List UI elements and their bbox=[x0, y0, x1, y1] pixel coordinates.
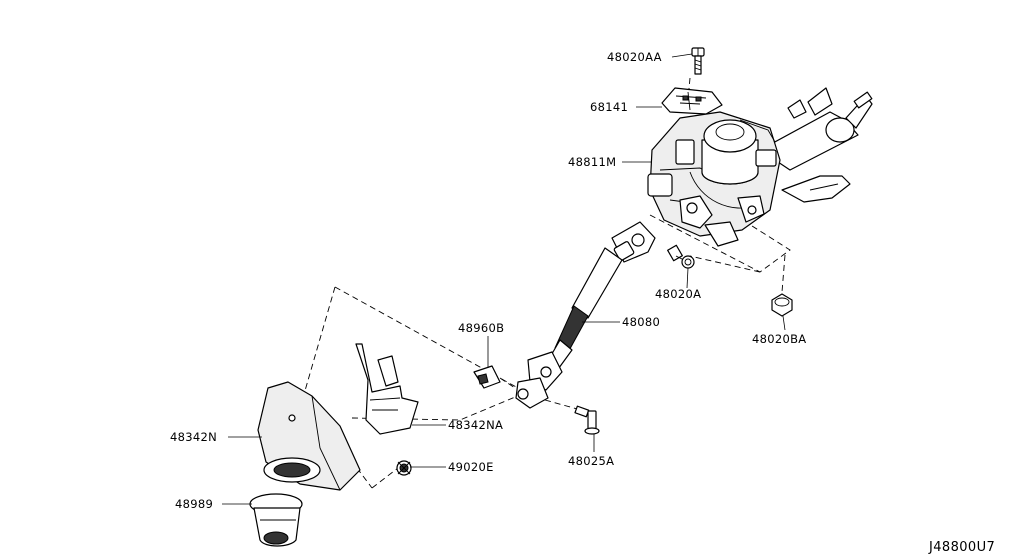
label-48020BA: 48020BA bbox=[752, 332, 806, 346]
label-49020E: 49020E bbox=[448, 460, 494, 474]
steering-column-48811M[interactable] bbox=[647, 87, 873, 247]
clip-48960B[interactable] bbox=[473, 365, 501, 389]
bolt-48020AA[interactable] bbox=[691, 47, 705, 75]
clip-49020E[interactable] bbox=[396, 460, 412, 476]
leader-lines bbox=[222, 53, 786, 505]
label-48342NA: 48342NA bbox=[448, 418, 503, 432]
cover-48342N[interactable] bbox=[257, 381, 361, 491]
label-48025A: 48025A bbox=[568, 454, 614, 468]
boot-48989[interactable] bbox=[249, 493, 303, 547]
nut-48020BA[interactable] bbox=[771, 293, 793, 317]
diagram-code: J48800U7 bbox=[928, 540, 995, 555]
label-68141: 68141 bbox=[590, 100, 628, 114]
intermediate-shaft-48080[interactable] bbox=[515, 221, 656, 409]
bolt-48025A[interactable] bbox=[574, 405, 600, 435]
label-48342N: 48342N bbox=[170, 430, 217, 444]
cover-48342NA[interactable] bbox=[355, 343, 419, 435]
bolt-48020A[interactable] bbox=[667, 244, 695, 269]
label-48811M: 48811M bbox=[568, 155, 616, 169]
label-48020A: 48020A bbox=[655, 287, 701, 301]
part-labels: 48020AA 68141 48811M 48020A 48020BA 4808… bbox=[170, 50, 806, 511]
bracket-68141[interactable] bbox=[661, 87, 723, 115]
label-48989: 48989 bbox=[175, 497, 213, 511]
label-48960B: 48960B bbox=[458, 321, 504, 335]
label-48020AA: 48020AA bbox=[607, 50, 662, 64]
label-48080: 48080 bbox=[622, 315, 660, 329]
